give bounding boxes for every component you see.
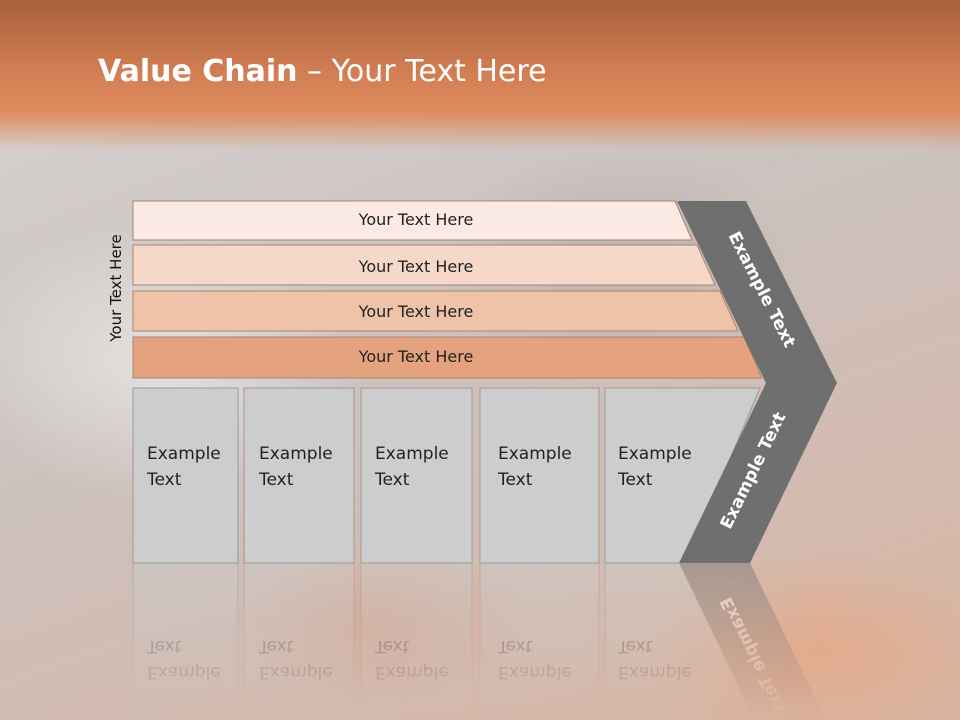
support-activities: Your Text Here Your Text Here Your Text … bbox=[132, 200, 763, 379]
primary-box[interactable] bbox=[243, 387, 355, 564]
primary-box[interactable] bbox=[132, 387, 239, 564]
primary-box[interactable] bbox=[479, 387, 600, 564]
reflection-text: Text bbox=[146, 636, 182, 656]
primary-box-line2: Text bbox=[146, 470, 182, 490]
support-bar-label: Your Text Here bbox=[358, 257, 474, 276]
reflection-text: Example bbox=[618, 662, 692, 682]
primary-box[interactable] bbox=[360, 387, 473, 564]
reflection-text: Example bbox=[375, 662, 449, 682]
primary-box-line2: Text bbox=[374, 470, 410, 490]
primary-box-line2: Text bbox=[258, 470, 294, 490]
primary-box-line2: Text bbox=[497, 470, 533, 490]
reflection-text: Text bbox=[258, 636, 294, 656]
support-bar[interactable] bbox=[132, 200, 693, 241]
primary-box-line1: Example bbox=[618, 444, 692, 464]
slide-title: Value Chain – Your Text Here bbox=[98, 54, 547, 89]
reflection-text: Text bbox=[617, 636, 653, 656]
support-bar-label: Your Text Here bbox=[358, 210, 474, 229]
primary-box-line1: Example bbox=[147, 444, 221, 464]
reflection-text: Text bbox=[374, 636, 410, 656]
reflection-text: Example bbox=[498, 662, 572, 682]
primary-box-line2: Text bbox=[617, 470, 653, 490]
support-bar-label: Your Text Here bbox=[358, 302, 474, 321]
title-band bbox=[0, 0, 960, 150]
diagram-reflection: Example Text Example Text Example Text E… bbox=[132, 562, 826, 720]
support-bar[interactable] bbox=[132, 244, 716, 286]
margin-arrow-lower[interactable] bbox=[679, 383, 837, 563]
support-bar-label: Your Text Here bbox=[358, 347, 474, 366]
support-bar[interactable] bbox=[132, 290, 739, 332]
primary-activities: Example Text Example Text Example Text E… bbox=[132, 387, 761, 564]
primary-box-line1: Example bbox=[259, 444, 333, 464]
margin-arrow-upper[interactable] bbox=[677, 201, 837, 383]
support-bar[interactable] bbox=[132, 336, 763, 379]
reflection-text: Example bbox=[259, 662, 333, 682]
title-bold: Value Chain bbox=[98, 54, 298, 89]
title-rest: – Your Text Here bbox=[297, 54, 547, 89]
primary-box-line1: Example bbox=[375, 444, 449, 464]
reflection-text: Example bbox=[147, 662, 221, 682]
primary-box-line1: Example bbox=[498, 444, 572, 464]
reflection-text: Text bbox=[497, 636, 533, 656]
